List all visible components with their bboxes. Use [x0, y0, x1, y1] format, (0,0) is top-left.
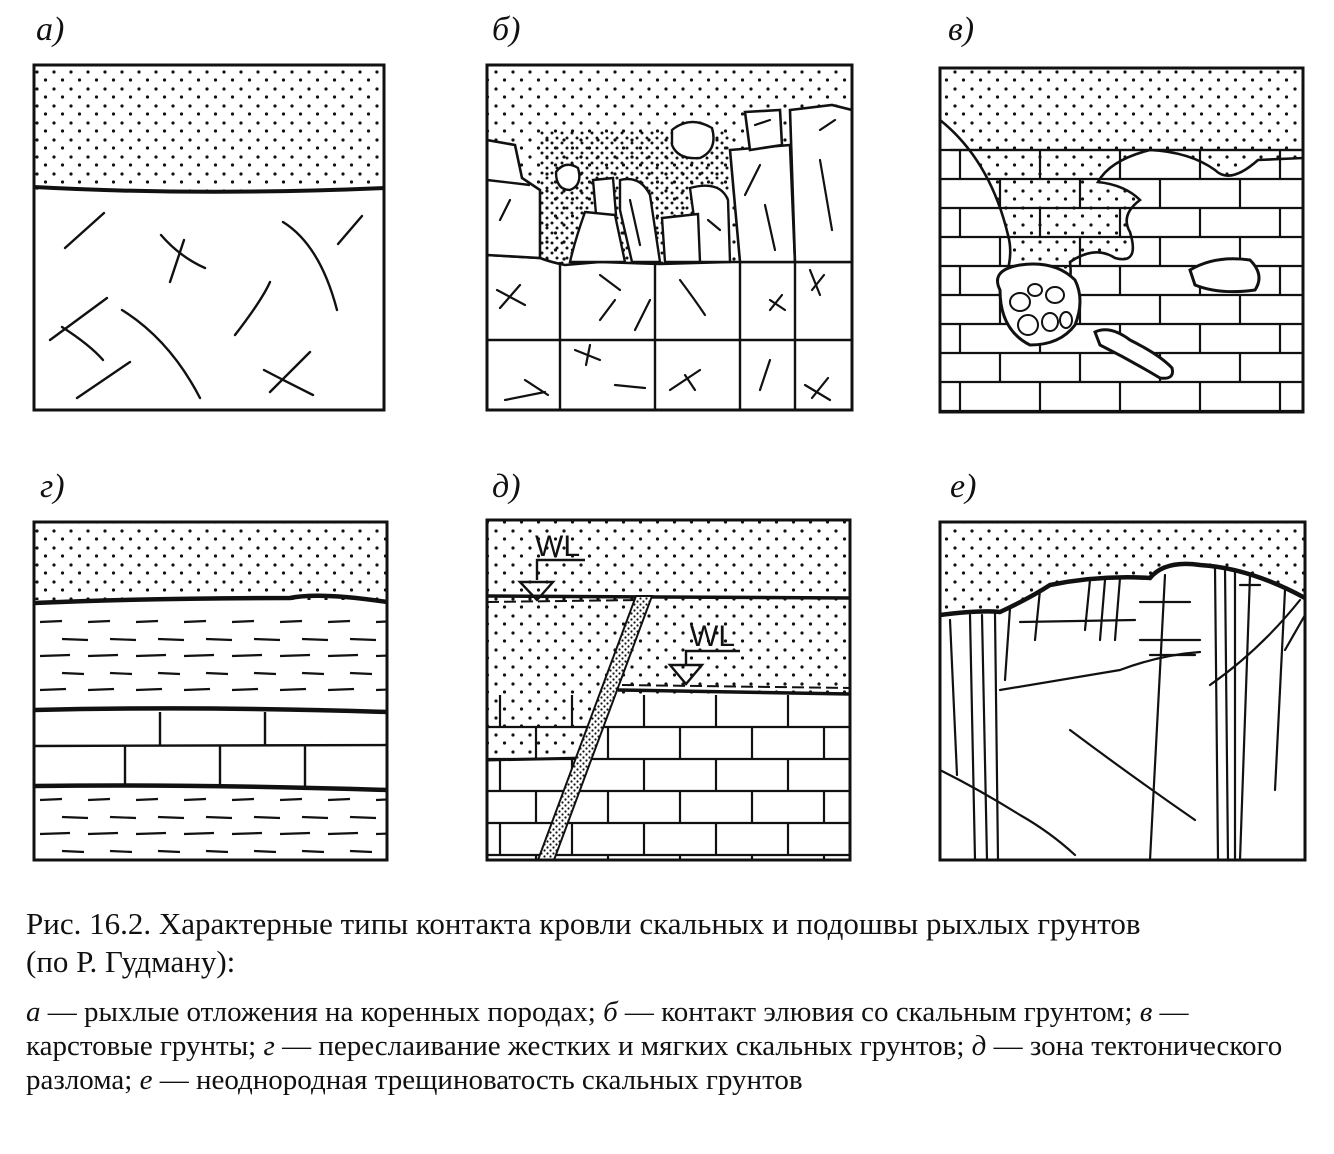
legend-letter: е [139, 1064, 153, 1096]
panel-g: г) [32, 468, 389, 862]
legend-text: — зона тектонического разлома; [26, 1030, 1283, 1096]
panel-d: д) WL WL [485, 468, 852, 862]
panel-letter-e: е) [950, 468, 976, 505]
panel-v: в) [938, 11, 1305, 414]
legend-text: — контакт элювия со скальным грунтом; [617, 996, 1140, 1028]
caption-title: Рис. 16.2. Характерные типы контакта кро… [26, 905, 1316, 981]
panel-a: а) [32, 11, 386, 412]
wl-label-lower: WL [690, 620, 735, 653]
caption-title-line2: (по Р. Гудману): [26, 944, 236, 979]
figure-drawing: а) б) [32, 11, 1307, 862]
legend-letter: г [263, 1030, 275, 1062]
panel-letter-g: г) [40, 468, 65, 505]
legend-letter: а [26, 996, 41, 1028]
legend-letter: д [971, 1030, 987, 1062]
panel-letter-v: в) [948, 11, 974, 48]
legend-letter: б [603, 996, 618, 1028]
legend-text: — переслаивание жестких и мягких скальны… [274, 1030, 972, 1062]
legend-text: — неоднородная трещиноватость скальных г… [152, 1064, 803, 1096]
legend-text: — карстовые грунты; [26, 996, 1189, 1062]
panel-letter-a: а) [36, 11, 64, 48]
panel-e: е) [938, 468, 1307, 862]
legend-text: — рыхлые отложения на коренных породах; [40, 996, 604, 1028]
panel-letter-b: б) [492, 11, 520, 48]
caption-legend: а — рыхлые отложения на коренных породах… [26, 995, 1316, 1097]
panel-b: б) [485, 11, 854, 412]
wl-label-upper: WL [535, 530, 580, 563]
legend-letter: в [1139, 996, 1153, 1028]
caption-title-line1: Рис. 16.2. Характерные типы контакта кро… [26, 906, 1141, 941]
figure-caption: Рис. 16.2. Характерные типы контакта кро… [26, 905, 1316, 1097]
panel-letter-d: д) [492, 468, 521, 505]
